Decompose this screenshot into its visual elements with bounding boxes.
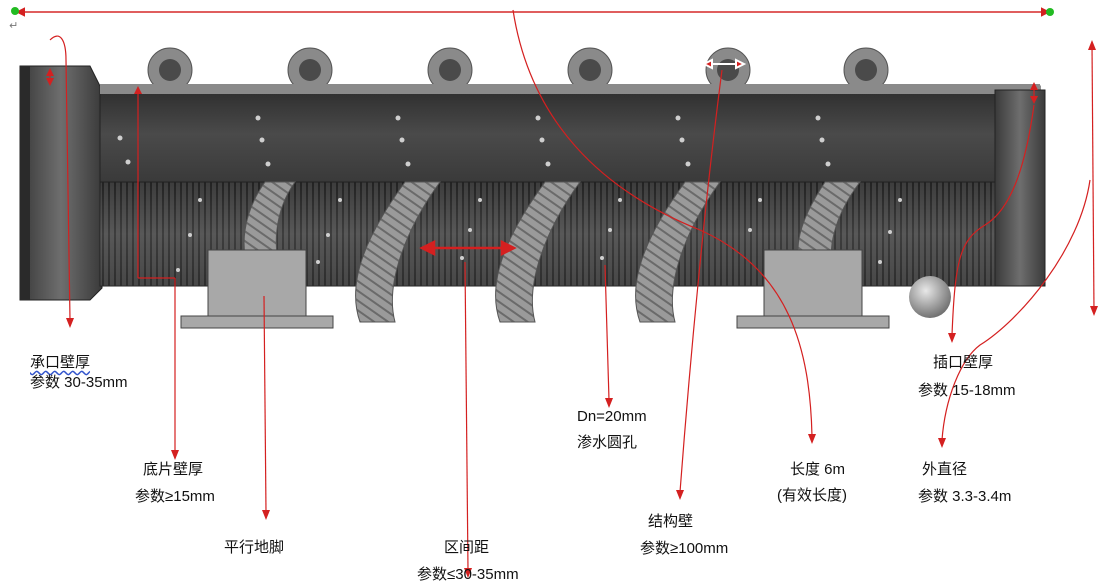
structural-wall-param-wrap: 参数≥100mm — [640, 539, 728, 559]
structural-wall-param: 参数≥100mm — [640, 540, 729, 557]
socket-wall-title: 承口壁厚 — [30, 354, 91, 371]
outer-diameter-title: 外直径 — [922, 461, 968, 478]
left-handle[interactable] — [11, 7, 19, 15]
seepage-holes — [117, 115, 902, 272]
structural-wall-arrow — [701, 58, 747, 70]
spigot-wall-label: 插口壁厚 — [933, 353, 993, 373]
base-wall-param-wrap: 参数≥15mm — [135, 487, 215, 507]
seepage-hole-label: Dn=20mm 渗水圆孔 — [577, 407, 647, 453]
annotation-lines — [15, 7, 1095, 571]
outer-diameter-param-wrap: 参数 3.3-3.4m — [918, 487, 1011, 507]
length-param-wrap: (有效长度) — [777, 486, 847, 506]
socket-wall-param: 参数 30-35mm — [30, 374, 128, 391]
base-wall-param: 参数≥15mm — [135, 488, 215, 505]
structural-wall-title: 结构壁 — [648, 513, 694, 530]
interval-param: 参数≤30-35mm — [417, 566, 519, 583]
outer-diameter-label: 外直径 — [922, 460, 967, 480]
seepage-hole-param: 渗水圆孔 — [577, 434, 638, 451]
interval-title: 区间距 — [444, 539, 490, 556]
base-wall-title: 底片壁厚 — [143, 461, 204, 478]
parallel-feet — [180, 249, 890, 329]
socket-wall-label: 承口壁厚 参数 30-35mm — [30, 353, 128, 393]
outer-diameter-param: 参数 3.3-3.4m — [918, 488, 1012, 505]
socket-rim — [20, 66, 30, 300]
seepage-hole-title: Dn=20mm — [577, 408, 647, 425]
paragraph-mark: ↵ — [9, 20, 19, 32]
length-label: 长度 6m — [790, 460, 845, 480]
structural-wall-label: 结构壁 — [648, 512, 693, 532]
length-title: 长度 6m — [790, 461, 846, 478]
interval-param-wrap: 参数≤30-35mm — [417, 565, 519, 585]
pipe-top-shell — [99, 85, 1041, 183]
ball-fitting — [909, 276, 951, 318]
parallel-feet-title: 平行地脚 — [224, 539, 285, 556]
interval-label: 区间距 — [444, 538, 489, 558]
spigot-wall-param: 参数 15-18mm — [918, 382, 1016, 399]
small-arrowheads — [46, 40, 1098, 578]
length-param: (有效长度) — [777, 487, 847, 504]
parallel-feet-label: 平行地脚 — [224, 538, 284, 558]
pipe-top-edge — [100, 84, 1040, 94]
right-handle[interactable] — [1046, 8, 1054, 16]
socket-end — [19, 65, 103, 301]
spigot-wall-param-wrap: 参数 15-18mm — [918, 381, 1016, 401]
top-coils — [147, 47, 889, 93]
dimension-arrows — [419, 239, 517, 257]
base-wall-label: 底片壁厚 — [143, 460, 203, 480]
spigot-end — [994, 89, 1046, 287]
spigot-wall-title: 插口壁厚 — [933, 354, 994, 371]
